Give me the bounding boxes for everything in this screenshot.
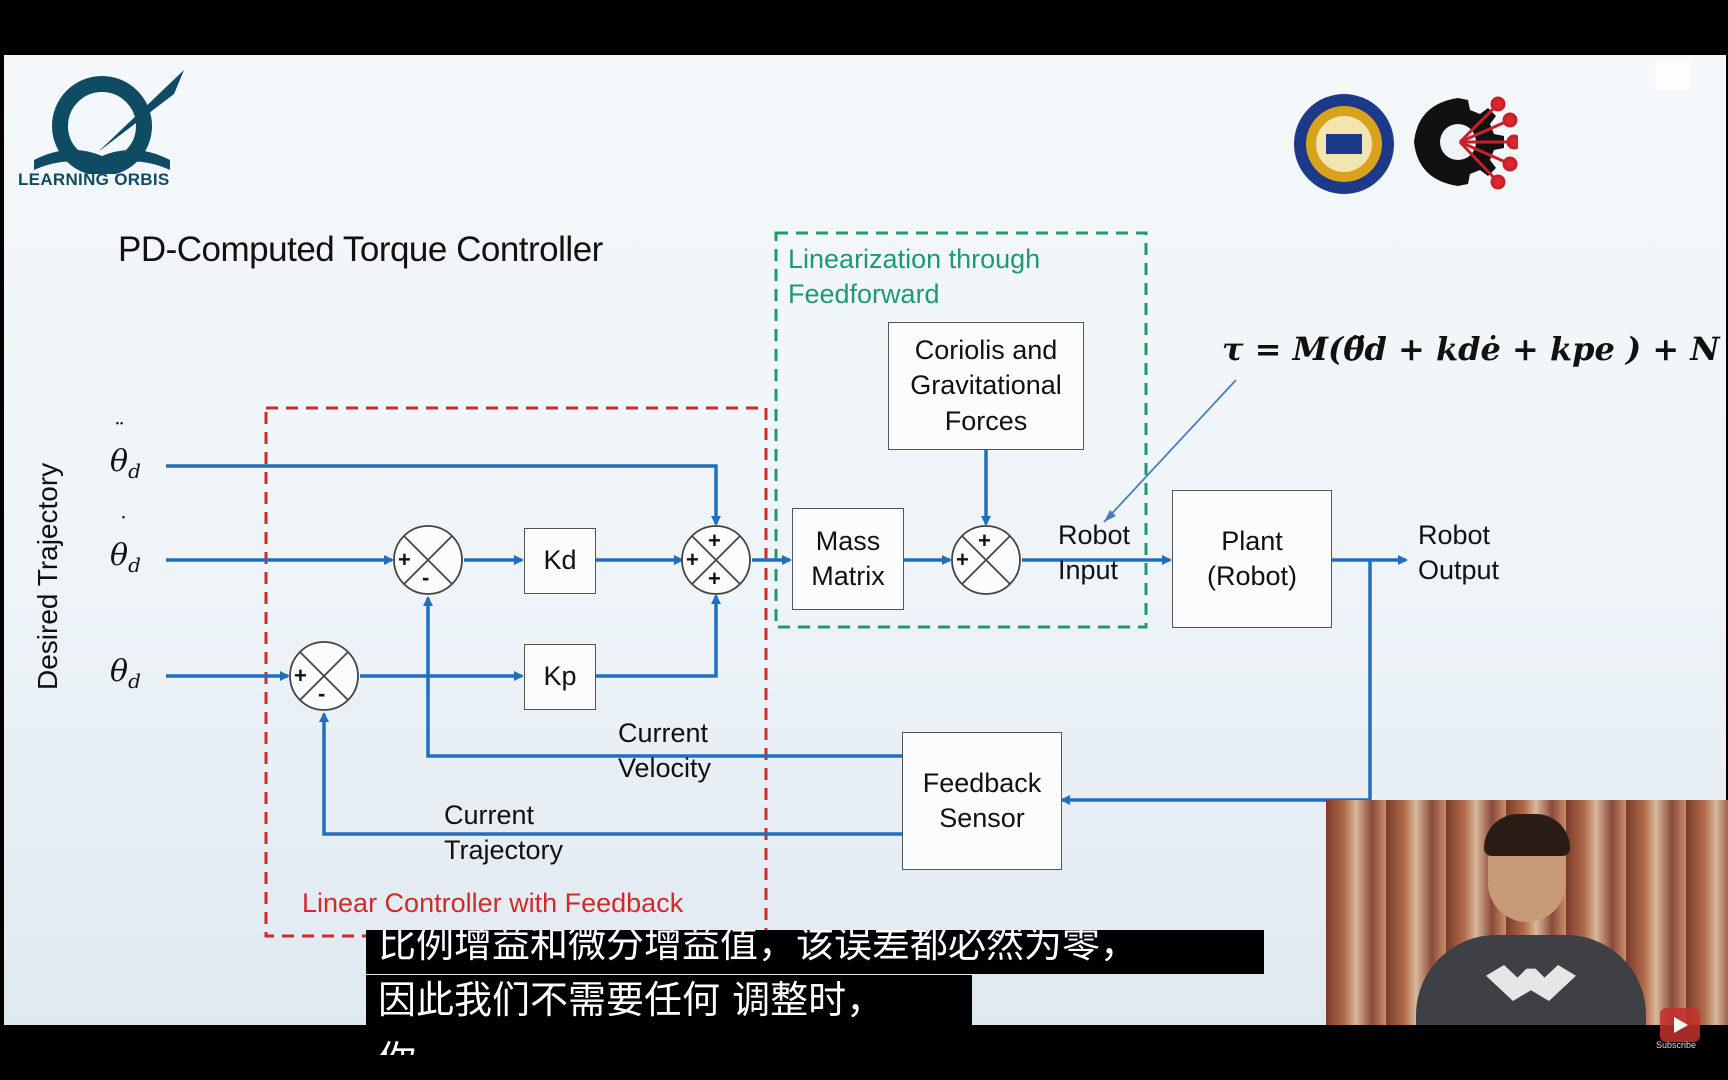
velocity-input-symbol: ˙θd [110, 514, 141, 577]
linear-controller-region [264, 406, 768, 938]
sign-sum2-left: + [294, 663, 307, 688]
sign-sum4-top: + [978, 528, 991, 553]
sign-sum1-left: + [398, 547, 411, 572]
subtitle-line-3: 你 [366, 1025, 458, 1055]
university-seal-icon [1294, 94, 1394, 194]
mass-matrix-block: Mass Matrix [792, 508, 904, 610]
sign-sum4-left: + [956, 547, 969, 572]
desired-trajectory-label: Desired Trajectory [32, 462, 63, 690]
robot-input-label: Robot Input [1058, 520, 1131, 586]
current-velocity-line [423, 596, 902, 758]
accel-input-symbol: ¨θd [110, 420, 141, 483]
sign-sum3-top: + [708, 528, 721, 553]
linear-controller-region-label: Linear Controller with Feedback [302, 888, 684, 918]
kp-to-sum3-line [596, 594, 721, 678]
subtitle-line-2: 因此我们不需要任何 调整时， [366, 975, 972, 1025]
presenter-hair [1484, 814, 1570, 856]
control-law-equation: τ = M(θ̈d + kdė + kpe ) + N [1222, 330, 1720, 368]
summing-junction-controller [681, 525, 751, 595]
kp-gain-block: Kp [524, 644, 596, 710]
current-trajectory-line [319, 712, 902, 836]
summing-junction-velocity [393, 525, 463, 595]
video-bottom-bar [0, 1025, 1728, 1080]
current-trajectory-label: Current Trajectory [444, 800, 564, 866]
logo-text: LEARNING ORBIS [18, 170, 170, 189]
gear-network-icon [1414, 96, 1518, 190]
subscribe-label[interactable]: Subscribe [1656, 1040, 1697, 1050]
sign-sum2-bottom: - [318, 681, 325, 706]
slide-title: PD-Computed Torque Controller [118, 230, 603, 269]
subtitle-line-1: 比例增益和微分增益值，该误差都必然为零， [366, 930, 1264, 974]
coriolis-block: Coriolis and Gravitational Forces [888, 322, 1084, 450]
plant-block: Plant (Robot) [1172, 490, 1332, 628]
accel-signal-line [166, 464, 721, 526]
summing-junction-position [289, 641, 359, 711]
video-top-bar [0, 0, 1728, 55]
play-icon [1674, 1017, 1688, 1033]
summing-junction-feedforward [951, 525, 1021, 595]
feedforward-region-label: Linearization through Feedforward [788, 244, 1041, 310]
sign-sum1-bottom: - [422, 565, 429, 590]
sign-sum3-bottom: + [708, 566, 721, 591]
kd-gain-block: Kd [524, 528, 596, 594]
learning-orbis-logo [34, 70, 184, 174]
feedback-sensor-block: Feedback Sensor [902, 732, 1062, 870]
feedforward-region [774, 231, 1148, 629]
robot-output-label: Robot Output [1418, 520, 1500, 586]
equation-pointer-line [1103, 379, 1237, 523]
current-velocity-label: Current Velocity [618, 718, 712, 784]
position-input-symbol: θd [110, 654, 141, 693]
sign-sum3-left: + [686, 547, 699, 572]
presenter-webcam [1326, 800, 1728, 1025]
corner-watermark [1655, 60, 1691, 90]
